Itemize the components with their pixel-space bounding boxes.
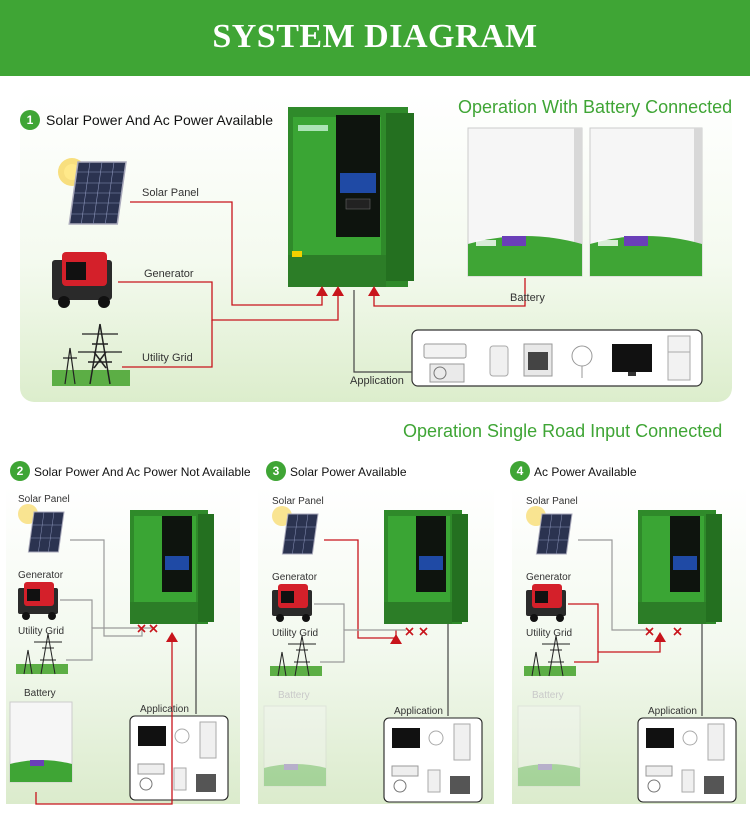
solar-panel-icon — [17, 503, 65, 553]
battery-wire — [373, 278, 526, 307]
generator-icon — [18, 582, 58, 620]
utility-grid-label: Utility Grid — [272, 628, 319, 639]
solar-wire — [130, 201, 323, 306]
utility-grid-label: Utility Grid — [142, 352, 193, 364]
oven-icon — [523, 343, 553, 377]
battery-icon — [517, 705, 581, 787]
battery-operation-heading: Operation With Battery Connected — [458, 97, 733, 117]
inverter-icon — [384, 510, 468, 624]
utility-grid-icon — [52, 323, 130, 386]
inverter-icon — [130, 510, 214, 624]
application-box — [129, 715, 229, 801]
generator-label: Generator — [526, 572, 572, 583]
blocked-icon — [137, 624, 158, 633]
generator-icon — [52, 252, 112, 308]
arrow-icon — [332, 286, 344, 296]
blocked-icon — [645, 627, 682, 636]
battery-icon — [9, 701, 73, 783]
refrigerator-icon — [667, 335, 691, 381]
battery-label: Battery — [278, 690, 310, 701]
page-title: SYSTEM DIAGRAM — [212, 18, 538, 55]
utility-grid-label: Utility Grid — [526, 628, 573, 639]
application-wire — [353, 290, 412, 373]
battery-label: Battery — [510, 292, 545, 304]
utility-grid-label: Utility Grid — [18, 626, 65, 637]
water-heater-icon — [489, 345, 509, 377]
solar-panel-label: Solar Panel — [272, 496, 324, 507]
solar-panel-icon — [68, 161, 127, 225]
arrow-icon — [654, 632, 666, 642]
scenario-title-2: Solar Power And Ac Power Not Available — [34, 465, 251, 479]
battery-icon-2 — [589, 127, 703, 277]
utility-grid-icon — [269, 635, 323, 677]
top-scenario-title: Solar Power And Ac Power Available — [46, 112, 273, 128]
solar-wire — [578, 539, 652, 631]
solar-panel-icon — [525, 505, 573, 555]
application-box — [383, 717, 483, 803]
single-road-heading: Operation Single Road Input Connected — [403, 421, 723, 441]
arrow-icon — [390, 634, 402, 644]
generator-label: Generator — [144, 268, 194, 280]
arrow-icon — [166, 632, 178, 642]
generator-label: Generator — [18, 570, 64, 581]
tv-icon — [612, 344, 652, 376]
generator-wire — [60, 599, 93, 628]
grid-wire — [320, 629, 406, 663]
utility-grid-icon — [523, 635, 577, 677]
arrow-icon — [316, 286, 328, 296]
solar-panel-label: Solar Panel — [18, 494, 70, 505]
blocked-icon — [405, 627, 428, 636]
air-conditioner-icon — [423, 343, 467, 383]
battery-icon-1 — [467, 127, 583, 277]
generator-wire — [314, 603, 345, 630]
fan-icon — [571, 345, 593, 378]
step-badge-3: 3 — [266, 461, 286, 481]
panel4-graphics — [517, 505, 737, 803]
battery-label: Battery — [24, 688, 56, 699]
arrow-icon — [368, 286, 380, 296]
application-label: Application — [350, 375, 404, 387]
solar-panel-label: Solar Panel — [526, 496, 578, 507]
step-badge-2: 2 — [10, 461, 30, 481]
inverter-icon — [638, 510, 722, 624]
application-box — [637, 717, 737, 803]
battery-label: Battery — [532, 690, 564, 701]
step-badge-1: 1 — [20, 110, 40, 130]
generator-label: Generator — [272, 572, 318, 583]
header-banner — [0, 0, 750, 76]
panel3-graphics — [263, 505, 483, 803]
solar-panel-icon — [271, 505, 319, 555]
inverter-icon — [288, 107, 414, 287]
grid-wire — [122, 320, 213, 368]
application-label: Application — [648, 706, 697, 717]
generator-icon — [272, 584, 312, 622]
generator-wire — [568, 603, 599, 652]
scenario-title-3: Solar Power Available — [290, 465, 407, 479]
utility-grid-icon — [15, 633, 69, 675]
battery-wire — [35, 636, 173, 805]
solar-panel-label: Solar Panel — [142, 187, 199, 199]
grid-wire — [574, 636, 661, 663]
application-label: Application — [394, 706, 443, 717]
application-label: Application — [140, 704, 189, 715]
step-badge-4: 4 — [510, 461, 530, 481]
scenario-title-4: Ac Power Available — [534, 465, 637, 479]
solar-wire — [70, 539, 143, 637]
panel2-graphics — [9, 503, 229, 805]
grid-wire — [66, 627, 152, 661]
generator-icon — [526, 584, 566, 622]
battery-icon — [263, 705, 327, 787]
